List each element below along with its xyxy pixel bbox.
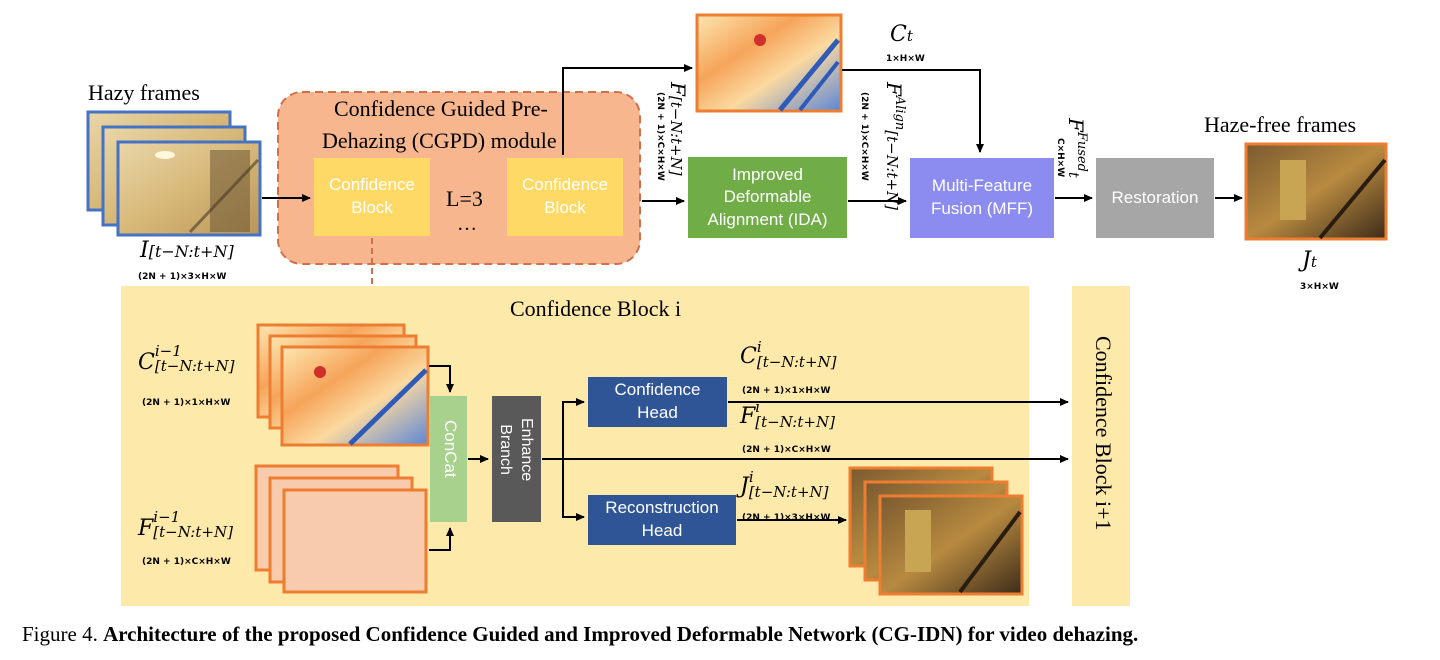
feature-input-stack xyxy=(254,464,428,594)
caption-text: Architecture of the proposed Confidence … xyxy=(103,622,1139,646)
cgpd-title-line2: Dehazing (CGPD) module xyxy=(322,128,557,153)
arrow-confmap-to-mff xyxy=(842,69,984,153)
confidence-input-stack xyxy=(256,323,430,447)
figure-caption: Figure 4. Architecture of the proposed C… xyxy=(22,624,1138,645)
aligned-feature-label: FAlign[t−N:t+N] xyxy=(882,82,907,210)
cgpd-feature-label: F[t−N:t+N] xyxy=(666,82,690,176)
concat-box xyxy=(430,396,467,522)
ellipsis: … xyxy=(457,213,477,235)
recon-out-dims: (2N + 1)×3×H×W xyxy=(742,513,831,523)
aligned-feature-dims: (2N + 1)×C×H×W xyxy=(859,92,869,181)
mff-box xyxy=(910,158,1054,238)
caption-prefix: Figure 4. xyxy=(22,622,98,646)
ida-box xyxy=(688,157,847,238)
fused-feature-label: FFusedt xyxy=(1064,118,1089,178)
restoration-box xyxy=(1096,158,1214,238)
cgpd-title-line1: Confidence Guided Pre- xyxy=(334,96,548,121)
output-frame-dims: 3×H×W xyxy=(1300,282,1339,292)
layer-count: L=3 xyxy=(446,186,483,211)
reconstructed-frames-stack xyxy=(848,466,1024,596)
arrow-cgpd-to-confmap xyxy=(562,64,693,155)
reconstruction-head-box xyxy=(588,495,736,545)
hazy-input-symbol: I[t−N:t+N] xyxy=(140,238,234,263)
feat-prev-dims: (2N + 1)×C×H×W xyxy=(142,557,231,567)
feat-out-dims: (2N + 1)×C×H×W xyxy=(742,445,831,455)
cgpd-feature-dims: (2N + 1)×C×H×W xyxy=(655,92,665,181)
arrow-conf-to-concat xyxy=(429,365,454,393)
hazy-frames-title: Hazy frames xyxy=(88,80,200,105)
next-block-label: Confidence Block i+1 xyxy=(1091,336,1116,531)
arrow-to-conf-head xyxy=(562,398,585,459)
confidence-map-label: Ct xyxy=(890,22,913,47)
arrow-to-recon-head xyxy=(562,459,585,521)
haze-free-frame xyxy=(1244,142,1388,241)
output-frame-label: Jt xyxy=(1302,248,1317,273)
panel-title: Confidence Block i xyxy=(510,296,682,321)
next-confidence-block-panel xyxy=(1072,286,1130,606)
confidence-map-dims: 1×H×W xyxy=(886,54,925,64)
confidence-map-image xyxy=(695,13,843,113)
confidence-head-box xyxy=(588,377,727,427)
conf-prev-dims: (2N + 1)×1×H×W xyxy=(142,398,231,408)
fused-feature-dims: C×H×W xyxy=(1055,138,1065,178)
concat-label: ConCat xyxy=(441,420,460,478)
confidence-block-b xyxy=(507,158,623,236)
restoration-label: Restoration xyxy=(1111,188,1199,207)
conf-out-dims: (2N + 1)×1×H×W xyxy=(742,386,831,396)
enhance-branch-box xyxy=(492,396,541,522)
hazy-input-dims: (2N + 1)×3×H×W xyxy=(138,272,227,282)
hazy-frames-stack xyxy=(86,110,262,237)
arrow-feat-to-concat xyxy=(429,527,454,551)
confidence-block-a xyxy=(314,158,430,236)
haze-free-title: Haze-free frames xyxy=(1204,112,1357,137)
